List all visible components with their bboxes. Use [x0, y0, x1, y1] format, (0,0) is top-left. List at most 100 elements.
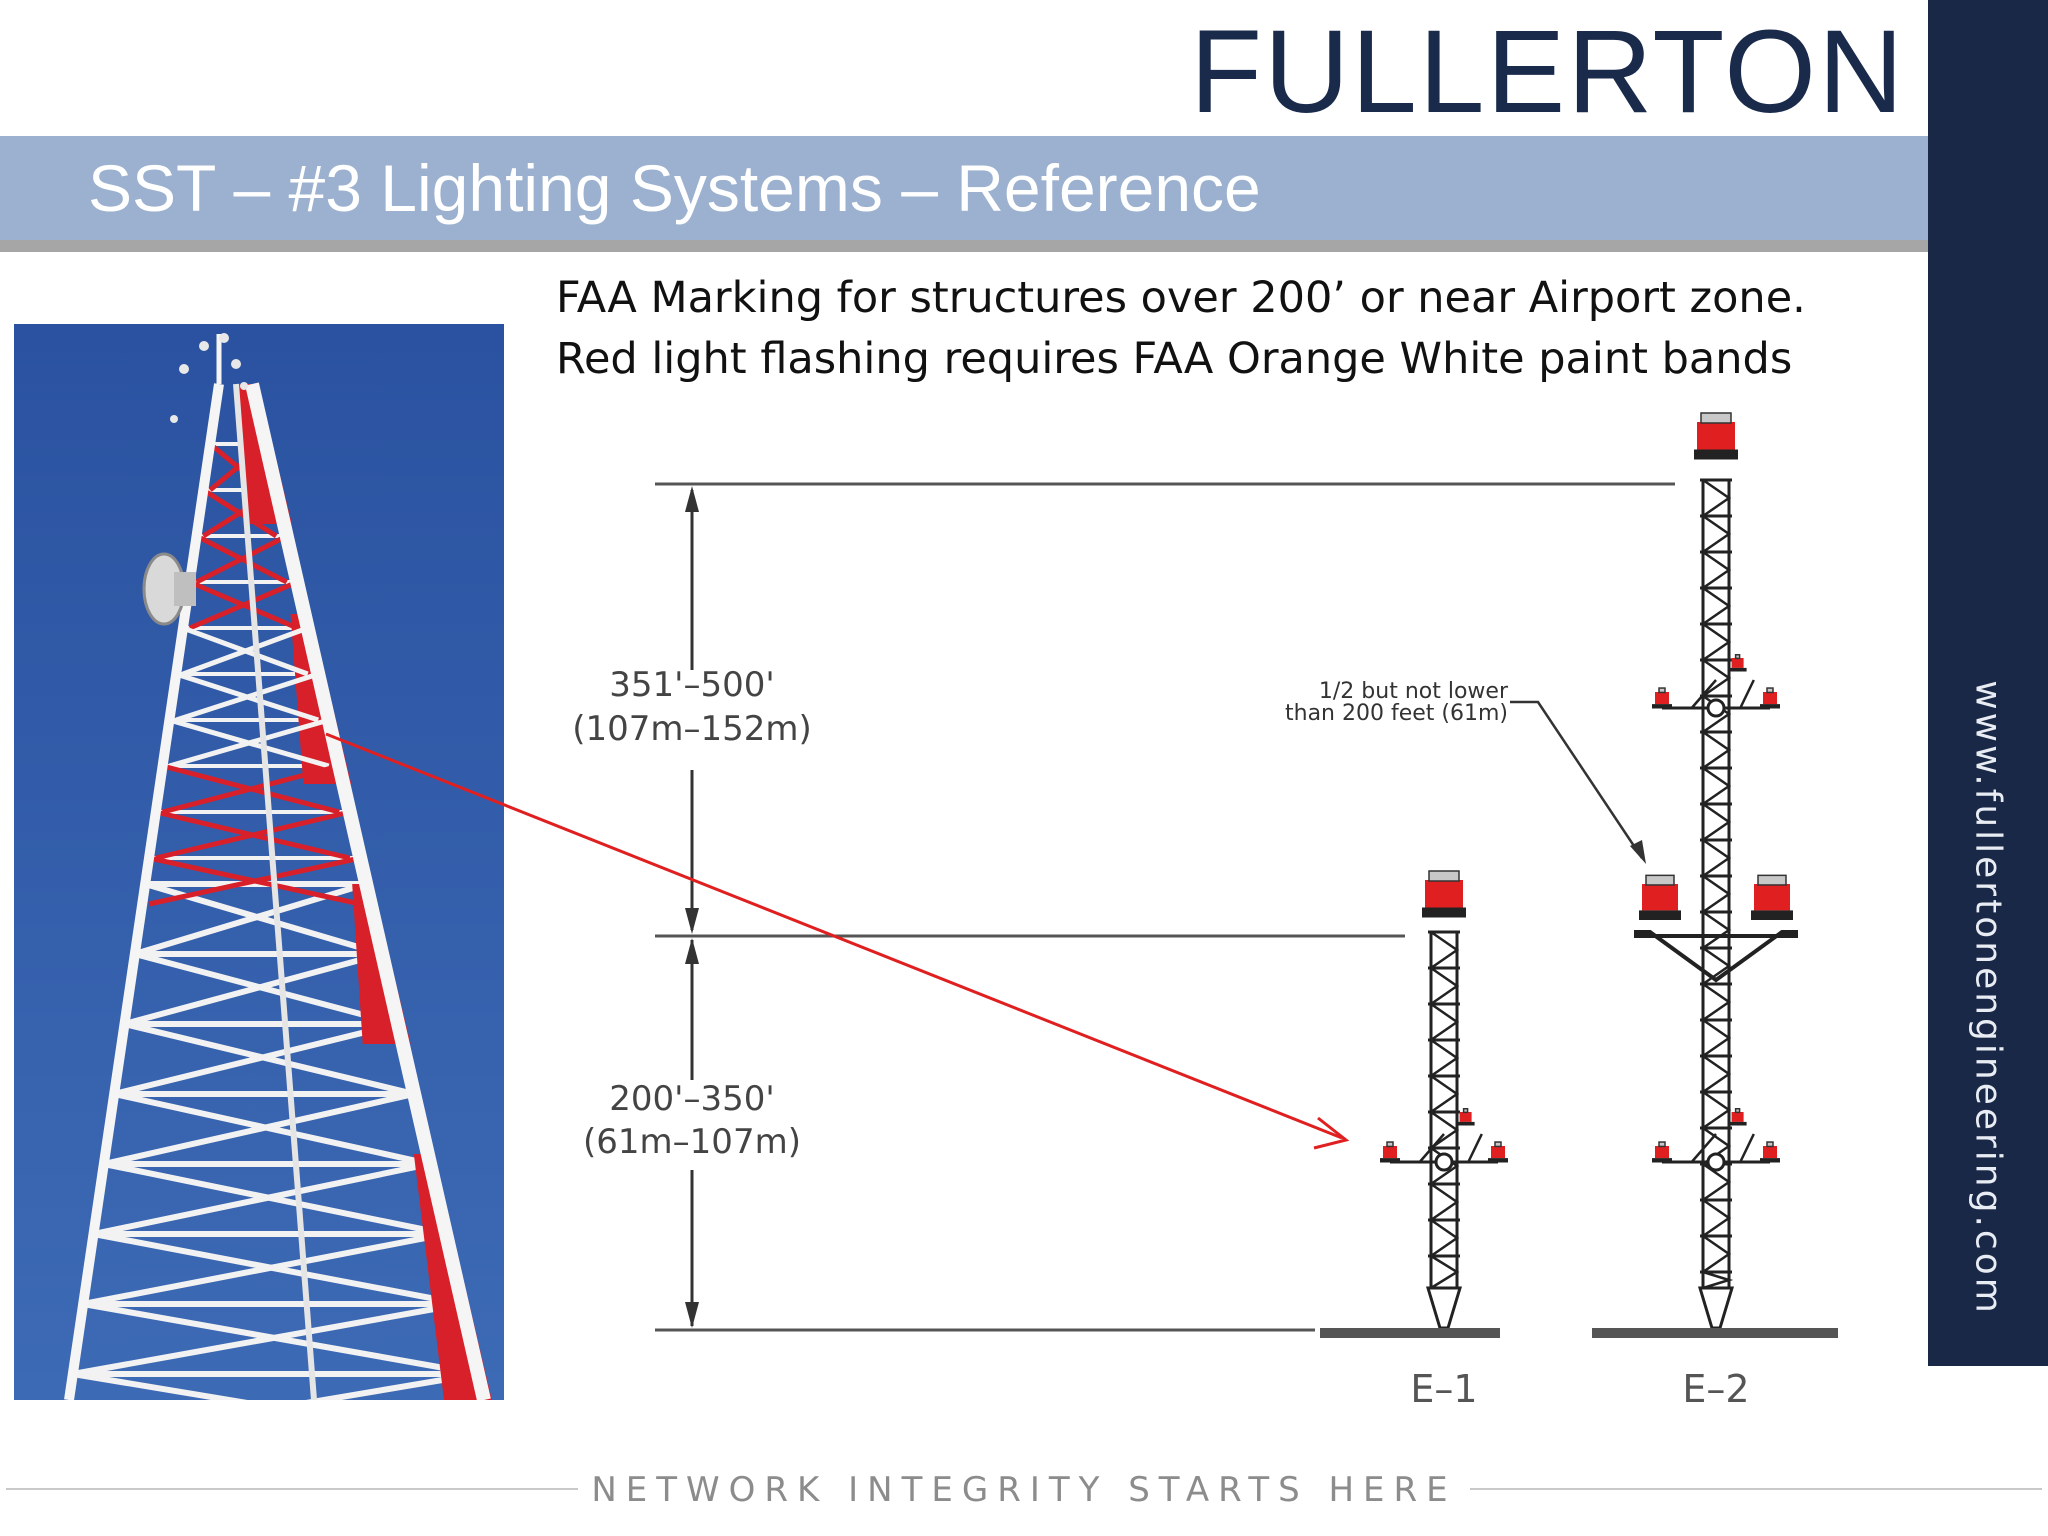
upper-range-ft: 351'–500' [609, 665, 774, 705]
lattice-brace [155, 809, 351, 861]
e1-mast-brace [1430, 1002, 1460, 1042]
slide-title: SST – #3 Lighting Systems – Reference [88, 151, 1261, 225]
lattice-brace [82, 1231, 447, 1307]
e2-mast-brace [1702, 1234, 1732, 1274]
e2-mast-brace [1702, 1090, 1732, 1130]
e1-mid-lights-lamp-right-base [1488, 1158, 1508, 1163]
e2-lower-side-lights-lamp-left-base [1652, 1158, 1672, 1163]
e2-mid-beacon-right [1754, 884, 1790, 911]
e2-mast-brace [1702, 802, 1732, 842]
e2-mast-brace [1702, 1054, 1732, 1094]
e1-mid-lights-strut [1467, 1133, 1483, 1163]
e1-mast-brace [1430, 1182, 1460, 1222]
e2-top-beacon-base [1694, 449, 1738, 460]
tower-e2-label: E–2 [1682, 1367, 1749, 1411]
e2-mast-brace [1702, 514, 1732, 554]
e2-lower-side-lights-lamp-left [1655, 1146, 1669, 1159]
e1-mid-lights-strut [1418, 1133, 1445, 1163]
e1-top-beacon [1425, 880, 1463, 908]
e2-mast-brace [1702, 658, 1732, 698]
e2-lower-side-lights-strut [1739, 1133, 1755, 1163]
website-url: www.fullertonengineering.com [1967, 680, 2009, 1316]
e2-lower-side-lights-lamp-right-base [1760, 1158, 1780, 1163]
fullerton-logo: FULLERTON [1190, 6, 1906, 138]
tagline: NETWORK INTEGRITY STARTS HERE [591, 1470, 1457, 1510]
tower-left-leg [64, 383, 224, 1400]
e2-mid-beacon-left-base [1639, 910, 1681, 920]
lattice-brace [148, 855, 361, 907]
e2-upper-side-lights-strut [1690, 679, 1717, 709]
e2-mid-beacon-right-cap [1757, 874, 1787, 886]
e2-lower-side-lights-lamp-right-cap [1766, 1141, 1774, 1148]
e1-mast-brace [1430, 1110, 1460, 1150]
lattice-brace [72, 1371, 248, 1400]
footer-rule-left [6, 1488, 578, 1490]
e1-mast-brace [1430, 966, 1460, 1006]
e2-mast-brace [1702, 1270, 1734, 1290]
e2-mast-brace [1702, 1018, 1732, 1058]
brand-sidebar [1928, 0, 2048, 1366]
e2-mast-brace [1702, 550, 1732, 590]
e2-lower-side-lights-lamp-upper [1731, 1112, 1744, 1122]
lattice-brace [188, 579, 299, 631]
bullet-red-light: Red light flashing requires FAA Orange W… [556, 334, 1793, 384]
e1-mid-lights-lamp-upper-cap [1462, 1108, 1469, 1114]
e2-lower-side-lights-lamp-right [1763, 1146, 1777, 1159]
e2-mast-brace [1702, 1198, 1732, 1238]
tower-e1-label: E–1 [1410, 1367, 1477, 1411]
e2-upper-side-lights-lamp-right [1763, 692, 1777, 705]
e1-top-beacon-base [1422, 907, 1466, 918]
lattice-brace [195, 533, 288, 585]
e1-mid-lights-lamp-upper-base [1456, 1121, 1475, 1126]
footer-rule-right [1470, 1488, 2042, 1490]
lattice-brace [92, 1161, 431, 1237]
e2-mid-arms [1634, 930, 1798, 983]
e2-upper-side-lights-lamp-upper-cap [1734, 654, 1741, 660]
lighting-diagram: 351'–500' (107m–152m) 200'–350' (61m–107… [540, 400, 1880, 1430]
title-band-shadow [0, 240, 1928, 252]
e2-mid-beacon-right-base [1751, 910, 1793, 920]
lattice-brace [182, 625, 309, 677]
title-band [0, 136, 1928, 240]
e1-mast-brace [1430, 930, 1460, 970]
lattice-brace [161, 763, 340, 815]
lower-range-m: (61m–107m) [583, 1122, 801, 1162]
e2-upper-side-lights-lamp-right-cap [1766, 687, 1774, 694]
e1-mid-lights-lamp-left-base [1380, 1158, 1400, 1163]
lattice-brace [168, 717, 330, 769]
lattice-brace [175, 671, 319, 723]
e2-lower-side-lights-hub [1706, 1152, 1726, 1172]
e2-mast-brace [1702, 838, 1732, 878]
e1-mast-brace [1430, 1038, 1460, 1078]
e2-upper-side-lights-hub [1706, 698, 1726, 718]
callout-line-1: 1/2 but not lower [1319, 679, 1509, 704]
lattice-brace [305, 1371, 479, 1400]
e2-mid-beacon-left [1642, 884, 1678, 911]
e1-mid-lights-lamp-right-cap [1494, 1141, 1502, 1148]
e2-mast-brace [1702, 874, 1732, 914]
lattice-brace [208, 442, 268, 492]
lower-range-ft: 200'–350' [609, 1079, 774, 1119]
e2-upper-side-lights-lamp-left-cap [1658, 687, 1666, 694]
e2-ground-pad [1592, 1328, 1838, 1338]
e2-mid-beacon-left-cap [1645, 874, 1675, 886]
e2-top-beacon [1697, 422, 1735, 450]
e2-mast-brace [1702, 730, 1732, 770]
e2-upper-side-lights-lamp-right-base [1760, 704, 1780, 709]
bullet-faa-marking: FAA Marking for structures over 200’ or … [556, 273, 1806, 323]
e1-mid-lights-lamp-left [1383, 1146, 1397, 1159]
e1-mid-lights-lamp-right [1491, 1146, 1505, 1159]
e2-lower-side-lights-lamp-upper-cap [1734, 1108, 1741, 1114]
e2-mast-brace [1702, 478, 1732, 518]
tower-e2 [1634, 412, 1798, 1330]
e1-mid-lights-hub [1434, 1152, 1454, 1172]
e2-lower-side-lights-lamp-left-cap [1658, 1141, 1666, 1148]
e1-ground-pad [1320, 1328, 1500, 1338]
e2-upper-side-lights-lamp-left-base [1652, 704, 1672, 709]
lattice-brace [72, 1301, 463, 1377]
e2-upper-side-lights-lamp-left [1655, 692, 1669, 705]
e2-mast-brace [1702, 982, 1732, 1022]
e1-mast-brace [1430, 1074, 1460, 1114]
callout-line-2: than 200 feet (61m) [1285, 701, 1508, 726]
